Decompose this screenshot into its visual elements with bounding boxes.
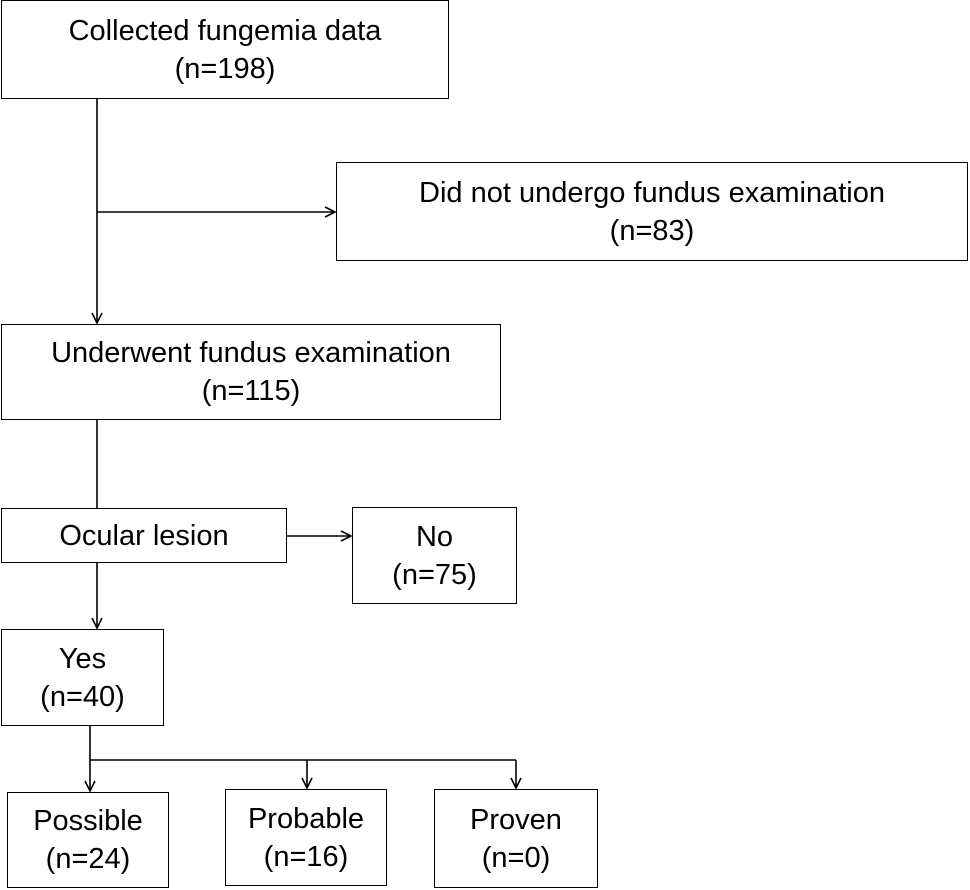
- node-count: (n=24): [45, 843, 131, 875]
- node-count: (n=40): [40, 680, 125, 713]
- node-no: No (n=75): [352, 507, 517, 604]
- node-label: Possible: [33, 805, 143, 837]
- node-label: Probable: [247, 802, 365, 835]
- node-count: (n=115): [201, 375, 301, 407]
- node-yes: Yes (n=40): [1, 629, 164, 726]
- node-proven: Proven (n=0): [434, 789, 598, 888]
- node-count: (n=198): [174, 52, 276, 85]
- node-label: Did not undergo fundus examination: [419, 176, 885, 209]
- node-underwent-fundus-exam: Underwent fundus examination (n=115): [1, 324, 501, 420]
- node-label: Proven: [470, 803, 562, 836]
- node-probable: Probable (n=16): [225, 789, 387, 886]
- node-count: (n=75): [392, 558, 477, 591]
- node-label: Yes: [58, 642, 107, 675]
- node-label: Underwent fundus examination: [51, 337, 451, 369]
- node-label: No: [415, 520, 454, 553]
- node-count: (n=16): [263, 840, 349, 873]
- node-no-fundus-exam: Did not undergo fundus examination (n=83…: [336, 162, 968, 261]
- node-count: (n=83): [609, 214, 695, 247]
- node-collected-fungemia-data: Collected fungemia data (n=198): [1, 0, 449, 99]
- node-label: Collected fungemia data: [68, 14, 382, 47]
- node-count: (n=0): [481, 841, 551, 874]
- node-ocular-lesion: Ocular lesion: [1, 508, 287, 563]
- node-label: Ocular lesion: [59, 519, 229, 552]
- node-possible: Possible (n=24): [7, 792, 169, 888]
